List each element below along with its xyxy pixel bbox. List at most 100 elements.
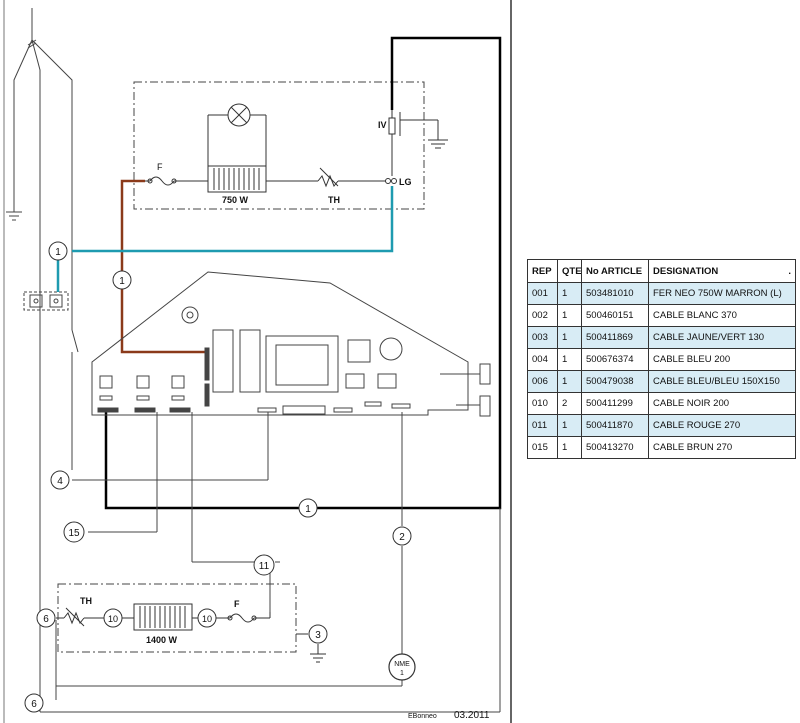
blue-wire [72,186,394,253]
table-row: 011 1 500411870 CABLE ROUGE 270 [527,414,796,437]
cell-article: 500676374 [581,348,649,371]
callout-black [298,498,318,518]
fuse-bottom-label: F [234,599,240,609]
thermostat-top-label: TH [328,195,340,205]
callout-15 [63,521,85,543]
thermostat-bottom-label: TH [80,596,92,606]
cell-article: 500411299 [581,392,649,415]
callout-10a-text: 10 [108,614,118,624]
callout-10b-text: 10 [202,614,212,624]
cell-rep: 001 [527,282,558,305]
callout-black-text: 1 [305,504,311,515]
cell-qte: 1 [557,348,582,371]
cell-rep: 010 [527,392,558,415]
thermostat-top [317,167,386,188]
callout-4 [50,470,70,490]
motor-label-2: 1 [400,670,404,677]
switch-iv-label: IV [378,120,387,130]
table-row: 002 1 500460151 CABLE BLANC 370 [527,304,796,327]
cell-designation: CABLE BLEU/BLEU 150X150 [648,370,796,393]
cell-rep: 004 [527,348,558,371]
switch-iv [388,110,448,176]
callout-brown-text: 1 [119,276,125,287]
cell-rep: 011 [527,414,558,437]
callout-brown [112,270,132,290]
cell-qte: 2 [557,392,582,415]
callout-blue-text: 1 [55,247,61,258]
terminal-block [23,291,79,470]
bottom-components [56,603,326,663]
col-header-qte: QTE [557,259,582,283]
cell-article: 503481010 [581,282,649,305]
callout-6a [36,608,56,628]
callouts: 1 1 1 4 15 2 11 6 6 3 10 10 [24,241,412,713]
callout-blue [48,241,68,261]
parts-table: REP QTE No ARTICLE DESIGNATION . 001 1 5… [527,259,796,459]
callout-11 [253,554,275,576]
col-header-rep: REP [527,259,558,283]
callout-6a-text: 6 [43,614,49,625]
fuse-top [145,176,208,186]
table-row: 004 1 500676374 CABLE BLEU 200 [527,348,796,371]
callout-4-text: 4 [57,476,63,487]
cell-qte: 1 [557,282,582,305]
diagram-date: 03.2011 [454,710,490,721]
iron-enclosure [133,81,425,210]
cell-rep: 002 [527,304,558,327]
cell-article: 500413270 [581,436,649,459]
signature: EBonneo [408,713,437,720]
callout-6b [24,693,44,713]
motor-nme [388,653,416,681]
board-wires [40,412,501,713]
resistor-750 [207,103,318,193]
callout-6b-text: 6 [31,699,37,710]
cell-qte: 1 [557,304,582,327]
col-header-extra: . [760,259,796,283]
callout-10b [197,608,217,628]
parts-table-header: REP QTE No ARTICLE DESIGNATION . [527,259,796,283]
callout-2 [392,526,412,546]
cell-article: 500411870 [581,414,649,437]
cell-article: 500411869 [581,326,649,349]
cell-designation: CABLE NOIR 200 [648,392,796,415]
black-wire [104,36,502,510]
table-row: 015 1 500413270 CABLE BRUN 270 [527,436,796,459]
callout-3 [308,624,328,644]
col-header-article: No ARTICLE [581,259,649,283]
callout-3-text: 3 [315,630,321,641]
cell-qte: 1 [557,370,582,393]
resistor-1400-label: 1400 W [146,635,178,645]
mains-cord [6,8,73,712]
cell-article: 500460151 [581,304,649,327]
cell-designation: CABLE BRUN 270 [648,436,796,459]
callout-2-text: 2 [399,532,405,543]
motor-label-1: NME [394,661,410,668]
table-row: 003 1 500411869 CABLE JAUNE/VERT 130 [527,326,796,349]
cell-designation: FER NEO 750W MARRON (L) [648,282,796,305]
pcb-board [91,271,491,417]
brown-wire [120,179,208,354]
callout-10a [103,608,123,628]
lamp-lg-label: LG [399,177,412,187]
table-row: 006 1 500479038 CABLE BLEU/BLEU 150X150 [527,370,796,393]
col-header-designation: DESIGNATION [648,259,761,283]
cell-article: 500479038 [581,370,649,393]
cell-designation: CABLE BLEU 200 [648,348,796,371]
table-row: 001 1 503481010 FER NEO 750W MARRON (L) [527,282,796,305]
cell-rep: 003 [527,326,558,349]
cell-rep: 006 [527,370,558,393]
cell-qte: 1 [557,414,582,437]
cell-designation: CABLE JAUNE/VERT 130 [648,326,796,349]
cell-rep: 015 [527,436,558,459]
cell-qte: 1 [557,436,582,459]
cell-qte: 1 [557,326,582,349]
resistor-750-label: 750 W [222,195,249,205]
callout-15-text: 15 [68,528,80,539]
table-row: 010 2 500411299 CABLE NOIR 200 [527,392,796,415]
callout-11-text: 11 [259,561,270,572]
cell-designation: CABLE BLANC 370 [648,304,796,327]
lamp-lg [385,178,397,184]
cell-designation: CABLE ROUGE 270 [648,414,796,437]
fuse-top-label: F [157,162,163,172]
